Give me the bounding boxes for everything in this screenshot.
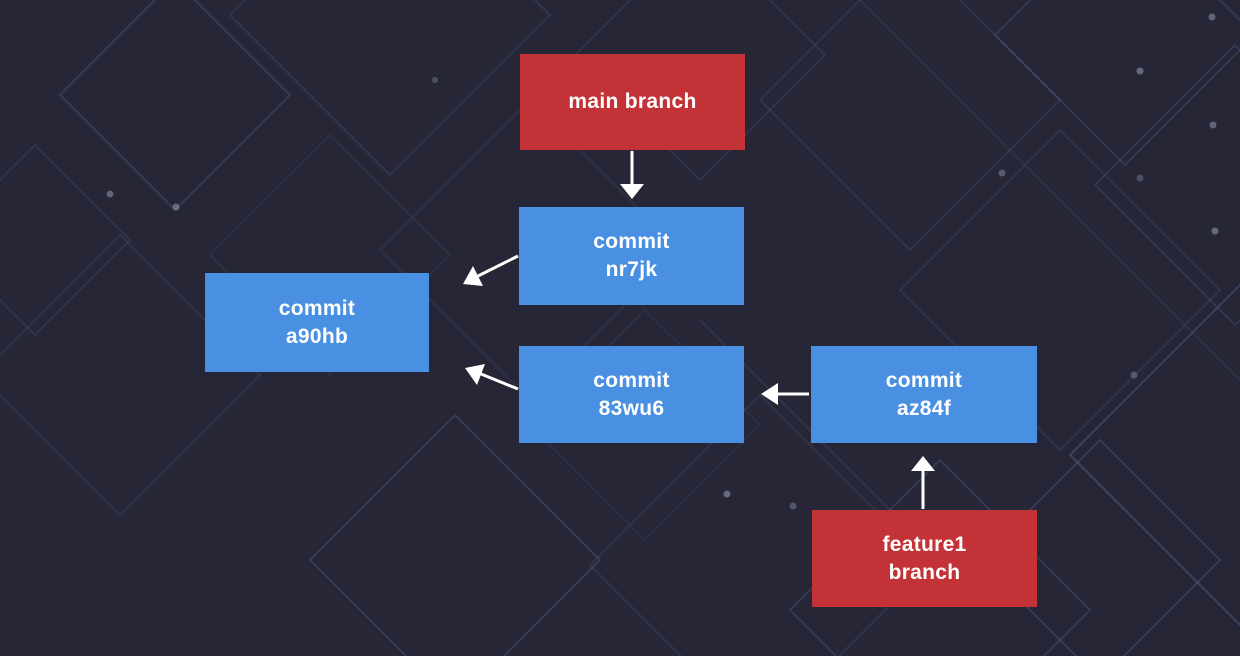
arrow-az84f-to-83wu6 bbox=[761, 383, 809, 405]
arrow-feature1-to-az84f bbox=[911, 456, 935, 509]
node-label-line1: commit bbox=[885, 368, 963, 392]
node-commit-83wu6: commit 83wu6 bbox=[519, 346, 744, 443]
node-commit-a90hb: commit a90hb bbox=[205, 273, 429, 372]
arrow-83wu6-to-a90hb bbox=[465, 364, 519, 391]
node-label-line1: commit bbox=[593, 230, 670, 253]
node-label-line2: 83wu6 bbox=[598, 396, 665, 420]
node-label-line2: nr7jk bbox=[605, 258, 658, 281]
node-commit-nr7jk: commit nr7jk bbox=[519, 207, 744, 305]
node-label-line2: a90hb bbox=[285, 324, 349, 348]
arrow-main-to-nr7jk bbox=[620, 151, 644, 199]
node-label-line1: commit bbox=[278, 296, 356, 320]
node-main-branch: main branch bbox=[520, 54, 745, 150]
node-label: main branch bbox=[568, 90, 697, 113]
node-feature1-branch: feature1 branch bbox=[812, 510, 1037, 607]
dot-specks bbox=[106, 13, 1219, 510]
node-label-line1: feature1 bbox=[882, 532, 967, 556]
arrow-nr7jk-to-a90hb bbox=[463, 254, 519, 286]
node-label-line2: branch bbox=[888, 560, 961, 584]
node-commit-az84f: commit az84f bbox=[811, 346, 1037, 443]
node-label-line2: az84f bbox=[896, 396, 952, 420]
node-label-line1: commit bbox=[593, 368, 670, 392]
